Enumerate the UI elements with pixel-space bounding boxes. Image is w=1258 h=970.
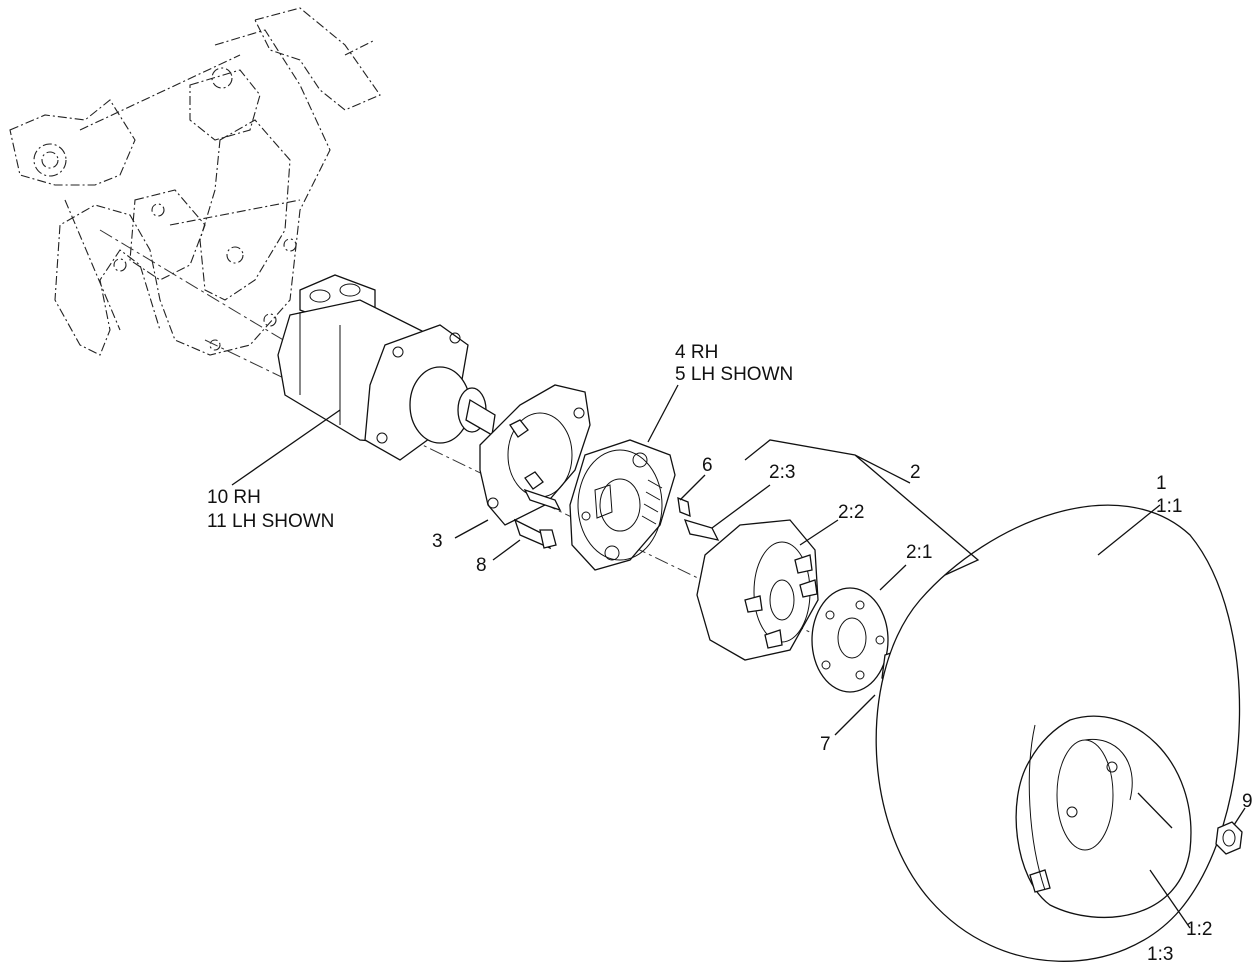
callout-6: 6 (702, 455, 713, 476)
callout-5-lh-shown: 5 LH SHOWN (675, 364, 793, 385)
wheel-tire (875, 504, 1241, 962)
hub-stud (683, 519, 720, 541)
callout-2-3: 2:3 (769, 462, 795, 483)
lug-nut (1215, 821, 1243, 855)
stud (677, 496, 691, 518)
callout-2: 2 (910, 462, 921, 483)
callout-2-2: 2:2 (838, 502, 864, 523)
callout-7: 7 (820, 734, 831, 755)
callout-11-lh-shown: 11 LH SHOWN (207, 511, 334, 532)
callout-10-rh: 10 RH (207, 487, 261, 508)
callout-8: 8 (476, 555, 487, 576)
callout-1-3: 1:3 (1147, 944, 1173, 965)
mounting-bolts (513, 488, 562, 550)
wheel-motor (277, 274, 496, 461)
brake-mounting-plate (479, 384, 591, 526)
leader-lines (231, 384, 1246, 929)
callout-1-1: 1:1 (1156, 496, 1182, 517)
callout-1-2: 1:2 (1186, 919, 1212, 940)
callout-4-rh: 4 RH (675, 342, 718, 363)
callout-3: 3 (432, 531, 443, 552)
callout-1: 1 (1156, 473, 1167, 494)
hub-assembly (683, 519, 889, 693)
callout-2-1: 2:1 (906, 542, 932, 563)
frame-phantom (9, 7, 381, 356)
callout-labels: 4 RH 5 LH SHOWN 6 2:3 2 1 1:1 2:2 2:1 10… (207, 342, 1253, 965)
callout-9: 9 (1242, 791, 1253, 812)
brake-assembly (569, 439, 676, 571)
